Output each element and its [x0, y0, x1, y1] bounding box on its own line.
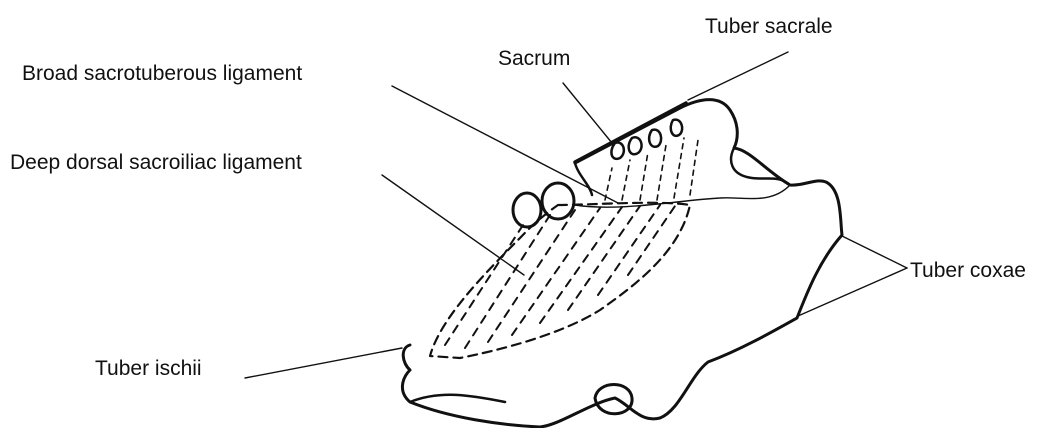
leader-lines	[245, 52, 907, 378]
label-tuber-ischii: Tuber ischii	[95, 358, 202, 379]
sacral-curve	[575, 163, 592, 195]
label-sacrum: Sacrum	[498, 48, 570, 69]
broad-ligament-outline	[430, 203, 690, 358]
pelvis-outline	[402, 100, 842, 427]
sacroiliac-hatching	[605, 138, 698, 200]
leader-tuber-coxae-upper	[842, 236, 907, 268]
label-deep-dorsal-sacroiliac-ligament: Deep dorsal sacroiliac ligament	[10, 152, 302, 173]
label-tuber-sacrale: Tuber sacrale	[705, 16, 833, 37]
sacroiliac-node-right	[542, 183, 574, 219]
label-tuber-coxae: Tuber coxae	[910, 260, 1026, 281]
leader-sacrum	[563, 83, 612, 143]
leader-deep-ligament	[382, 175, 524, 275]
leader-broad-ligament	[392, 86, 618, 203]
sacroiliac-node-left	[513, 193, 541, 227]
ischium-lower-edge	[410, 395, 505, 402]
ligament-fibres	[445, 205, 675, 348]
leader-tuber-ischii	[245, 348, 402, 378]
leader-tuber-sacrale	[688, 52, 788, 100]
label-broad-sacrotuberous-ligament: Broad sacrotuberous ligament	[22, 63, 302, 84]
ilium-ridge	[731, 148, 790, 185]
